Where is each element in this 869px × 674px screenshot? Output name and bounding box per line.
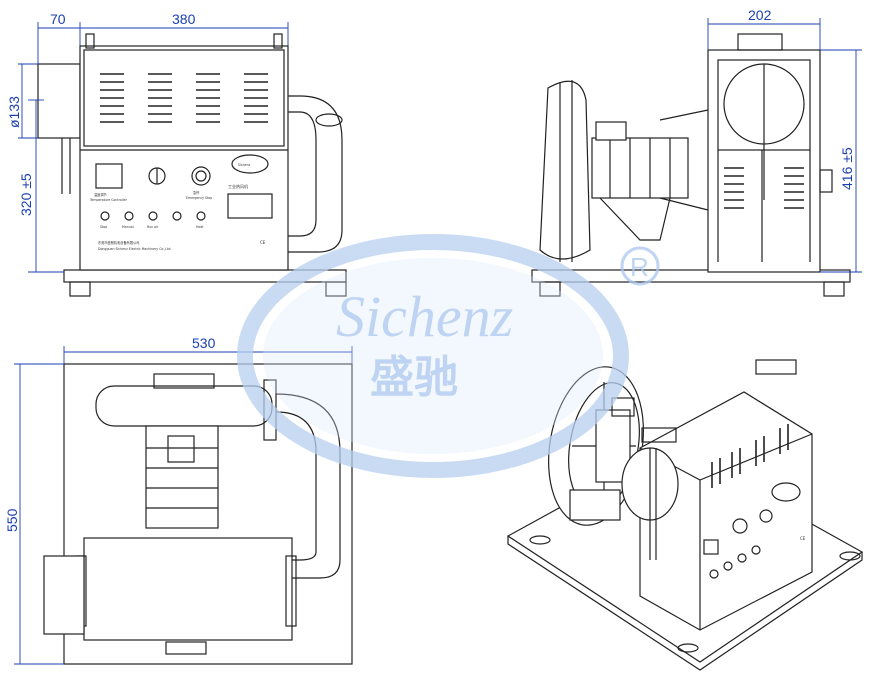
temp-label-cn: 温度调节 xyxy=(94,192,108,197)
front-view: 温度调节 Temperature Controller 急停 Emergency… xyxy=(6,11,347,297)
indicator-lights xyxy=(100,211,206,221)
dim-front-height: 320 ±5 xyxy=(18,173,34,216)
dim-side-width: 202 xyxy=(748,7,772,23)
watermark-registered: R xyxy=(630,252,649,282)
panel-title: 工业热风机 xyxy=(228,183,248,189)
dim-top-width: 550 xyxy=(4,508,20,532)
front-grills xyxy=(100,73,269,123)
iso-grills xyxy=(711,424,789,488)
side-view: 202 416 ±5 xyxy=(531,7,862,297)
watermark: Sichenz 盛驰 R xyxy=(237,234,660,478)
side-dimensions: 202 416 ±5 xyxy=(707,7,862,273)
isometric-view: CE xyxy=(506,359,864,671)
side-grills xyxy=(724,167,804,209)
watermark-brand: Sichenz xyxy=(336,284,513,349)
top-dimensions: 530 550 xyxy=(4,335,353,665)
iso-ce-mark: CE xyxy=(800,536,806,541)
emergency-label-cn: 急停 xyxy=(193,190,200,195)
dim-front-width: 380 xyxy=(172,11,196,27)
emergency-label-en: Emergency Stop xyxy=(186,196,212,200)
dim-top-length: 530 xyxy=(192,335,216,351)
company-en: Dongguan Sichenz Electric Machinery Co.,… xyxy=(98,247,171,251)
front-dimensions: 70 380 ø133 320 ±5 xyxy=(6,11,289,273)
panel-logo: Sichenz xyxy=(238,163,251,167)
dim-front-depth: 70 xyxy=(50,11,66,27)
temp-label-en: Temperature Controller xyxy=(89,198,128,202)
indicator-label-2: Run air xyxy=(147,225,159,229)
company-cn: 东莞市盛驰机电设备有限公司 xyxy=(98,240,139,245)
watermark-brand-cn: 盛驰 xyxy=(370,352,458,403)
ce-mark: CE xyxy=(260,240,266,245)
dim-pipe-diameter: ø133 xyxy=(6,96,22,128)
indicator-label-4: Heat xyxy=(196,225,204,229)
dim-side-height: 416 ±5 xyxy=(839,147,855,190)
indicator-label-0: Stop xyxy=(100,225,107,229)
indicator-label-1: Manual xyxy=(122,225,134,229)
top-view: 530 550 xyxy=(4,335,353,665)
